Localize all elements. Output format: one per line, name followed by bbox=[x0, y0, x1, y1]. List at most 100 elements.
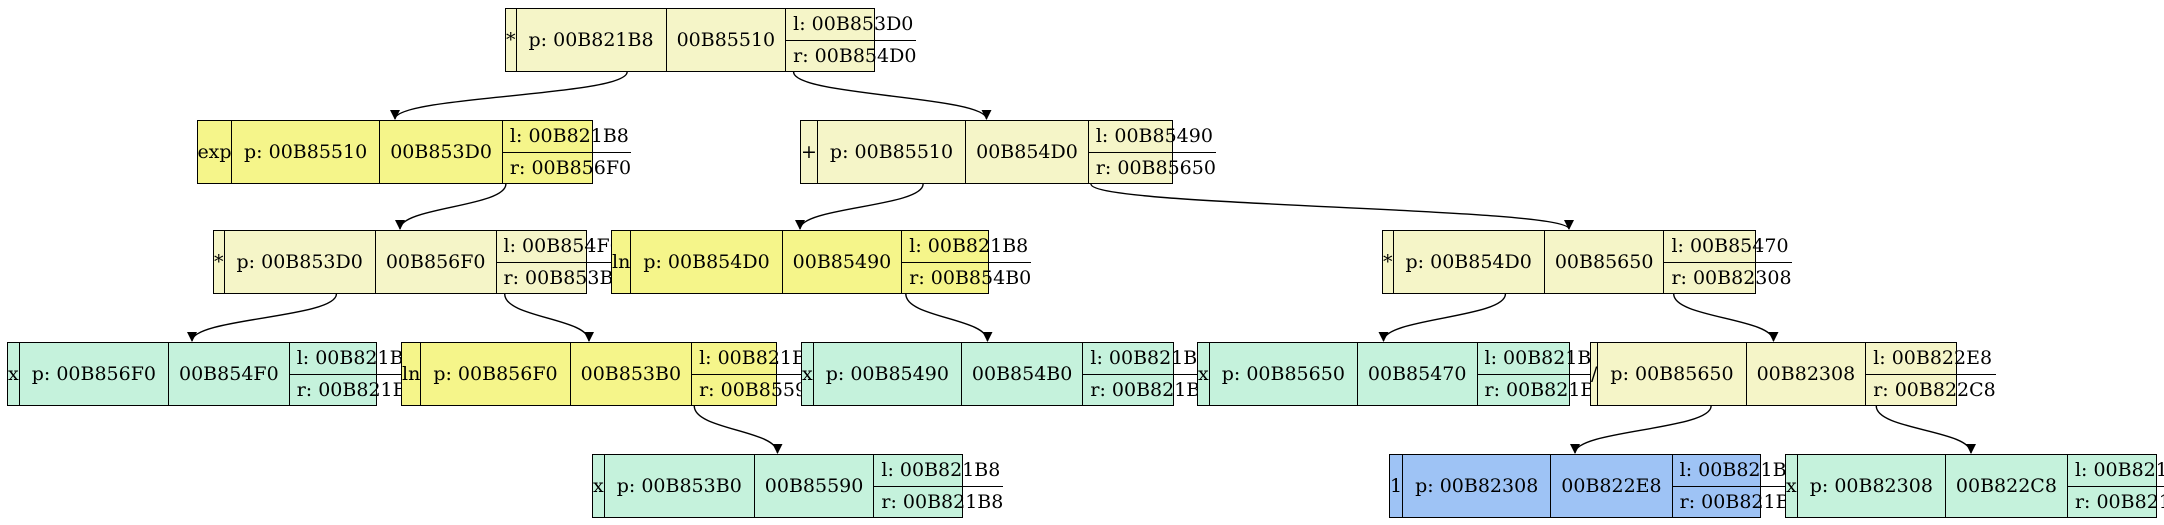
tree-edge bbox=[395, 183, 507, 230]
node-children-pointers: l: 00B821B8 r: 00B821B8 bbox=[289, 343, 419, 405]
node-children-pointers: l: 00B85470 r: 00B82308 bbox=[1664, 231, 1792, 293]
node-left-pointer: l: 00B821B8 bbox=[902, 231, 1032, 263]
node-left-pointer: l: 00B853D0 bbox=[786, 9, 917, 41]
node-parent-pointer: p: 00B853D0 bbox=[225, 231, 376, 293]
node-parent-pointer: p: 00B85650 bbox=[1598, 343, 1747, 405]
node-right-pointer: r: 00B853B0 bbox=[503, 266, 626, 289]
node-address: 00B85470 bbox=[1358, 343, 1478, 405]
node-parent-pointer: p: 00B85650 bbox=[1210, 343, 1358, 405]
node-type: ln bbox=[402, 343, 422, 405]
tree-edge bbox=[905, 293, 993, 342]
node-left-pointer: l: 00B821B8 bbox=[1477, 343, 1607, 375]
node-children-pointers: l: 00B854F0 r: 00B853B0 bbox=[496, 231, 626, 293]
node-children-pointers: l: 00B821B8 r: 00B821B8 bbox=[874, 455, 1004, 517]
node-address: 00B853B0 bbox=[571, 343, 693, 405]
node-parent-pointer: p: 00B821B8 bbox=[517, 9, 667, 71]
node-type: x bbox=[593, 455, 605, 517]
node-address: 00B85510 bbox=[667, 9, 787, 71]
node-left-pointer: l: 00B822E8 bbox=[1866, 343, 1996, 375]
tree-edge bbox=[1875, 405, 1976, 454]
node-left-pointer: l: 00B821B8 bbox=[874, 455, 1004, 487]
tree-edge bbox=[187, 293, 338, 342]
node-type: x bbox=[802, 343, 814, 405]
node-type: ln bbox=[612, 231, 632, 293]
node-left-pointer: l: 00B821B8 bbox=[502, 121, 632, 153]
node-address: 00B85650 bbox=[1545, 231, 1665, 293]
node-children-pointers: l: 00B85490 r: 00B85650 bbox=[1088, 121, 1216, 183]
node-parent-pointer: p: 00B82308 bbox=[1403, 455, 1552, 517]
node-type: exp bbox=[197, 121, 232, 183]
node-address: 00B854D0 bbox=[966, 121, 1089, 183]
node-address: 00B822C8 bbox=[1946, 455, 2068, 517]
node-children-pointers: l: 00B821B8 r: 00B854B0 bbox=[902, 231, 1032, 293]
tree-edge bbox=[390, 71, 628, 120]
node-type: x bbox=[1198, 343, 1210, 405]
tree-edge bbox=[1673, 293, 1779, 342]
node-address: 00B854F0 bbox=[169, 343, 290, 405]
node-parent-pointer: p: 00B85510 bbox=[232, 121, 381, 183]
node-children-pointers: l: 00B821B8 r: 00B85590 bbox=[692, 343, 820, 405]
node-children-pointers: l: 00B853D0 r: 00B854D0 bbox=[786, 9, 917, 71]
node-left-pointer: l: 00B85490 bbox=[1088, 121, 1216, 153]
node-left-pointer: l: 00B821B8 bbox=[1672, 455, 1802, 487]
node-address: 00B854B0 bbox=[962, 343, 1084, 405]
node-address: 00B856F0 bbox=[376, 231, 497, 293]
node-right-pointer: r: 00B82308 bbox=[1671, 266, 1792, 289]
node-left-pointer: l: 00B821B8 bbox=[289, 343, 419, 375]
node-right-pointer: r: 00B856F0 bbox=[509, 156, 632, 179]
tree-edge bbox=[795, 183, 924, 230]
node-right-pointer: r: 00B822C8 bbox=[1873, 378, 1996, 401]
node-parent-pointer: p: 00B85490 bbox=[814, 343, 962, 405]
node-right-pointer: r: 00B85650 bbox=[1095, 156, 1216, 179]
node-children-pointers: l: 00B821B8 r: 00B821B8 bbox=[1477, 343, 1607, 405]
node-address: 00B82308 bbox=[1747, 343, 1867, 405]
node-parent-pointer: p: 00B854D0 bbox=[1394, 231, 1545, 293]
node-parent-pointer: p: 00B856F0 bbox=[421, 343, 571, 405]
node-parent-pointer: p: 00B854D0 bbox=[631, 231, 783, 293]
node-right-pointer: r: 00B854D0 bbox=[793, 44, 917, 67]
node-right-pointer: r: 00B821B8 bbox=[1679, 490, 1802, 513]
node-right-pointer: r: 00B821B8 bbox=[881, 490, 1004, 513]
node-right-pointer: r: 00B821B8 bbox=[296, 378, 419, 401]
node-address: 00B85590 bbox=[755, 455, 875, 517]
node-parent-pointer: p: 00B856F0 bbox=[20, 343, 169, 405]
tree-edge bbox=[693, 405, 783, 454]
node-right-pointer: r: 00B854B0 bbox=[909, 266, 1032, 289]
node-type: * bbox=[1383, 231, 1394, 293]
node-children-pointers: l: 00B821B8 r: 00B856F0 bbox=[502, 121, 632, 183]
node-right-pointer: r: 00B85590 bbox=[699, 378, 820, 401]
node-right-pointer: r: 00B821B8 bbox=[2074, 490, 2164, 513]
tree-edge bbox=[1378, 293, 1507, 342]
node-left-pointer: l: 00B821B8 bbox=[1083, 343, 1213, 375]
node-right-pointer: r: 00B821B8 bbox=[1484, 378, 1607, 401]
node-address: 00B822E8 bbox=[1551, 455, 1673, 517]
node-type: 1 bbox=[1390, 455, 1404, 517]
node-address: 00B853D0 bbox=[380, 121, 503, 183]
tree-edge bbox=[792, 71, 992, 120]
node-type: / bbox=[1591, 343, 1599, 405]
node-parent-pointer: p: 00B82308 bbox=[1798, 455, 1946, 517]
node-parent-pointer: p: 00B85510 bbox=[818, 121, 967, 183]
node-left-pointer: l: 00B821B8 bbox=[692, 343, 820, 375]
node-left-pointer: l: 00B854F0 bbox=[496, 231, 626, 263]
node-children-pointers: l: 00B821B8 r: 00B821B8 bbox=[1672, 455, 1802, 517]
node-left-pointer: l: 00B85470 bbox=[1664, 231, 1792, 263]
tree-edge bbox=[1090, 183, 1574, 230]
node-type: + bbox=[801, 121, 818, 183]
node-address: 00B85490 bbox=[783, 231, 903, 293]
node-type: * bbox=[214, 231, 225, 293]
